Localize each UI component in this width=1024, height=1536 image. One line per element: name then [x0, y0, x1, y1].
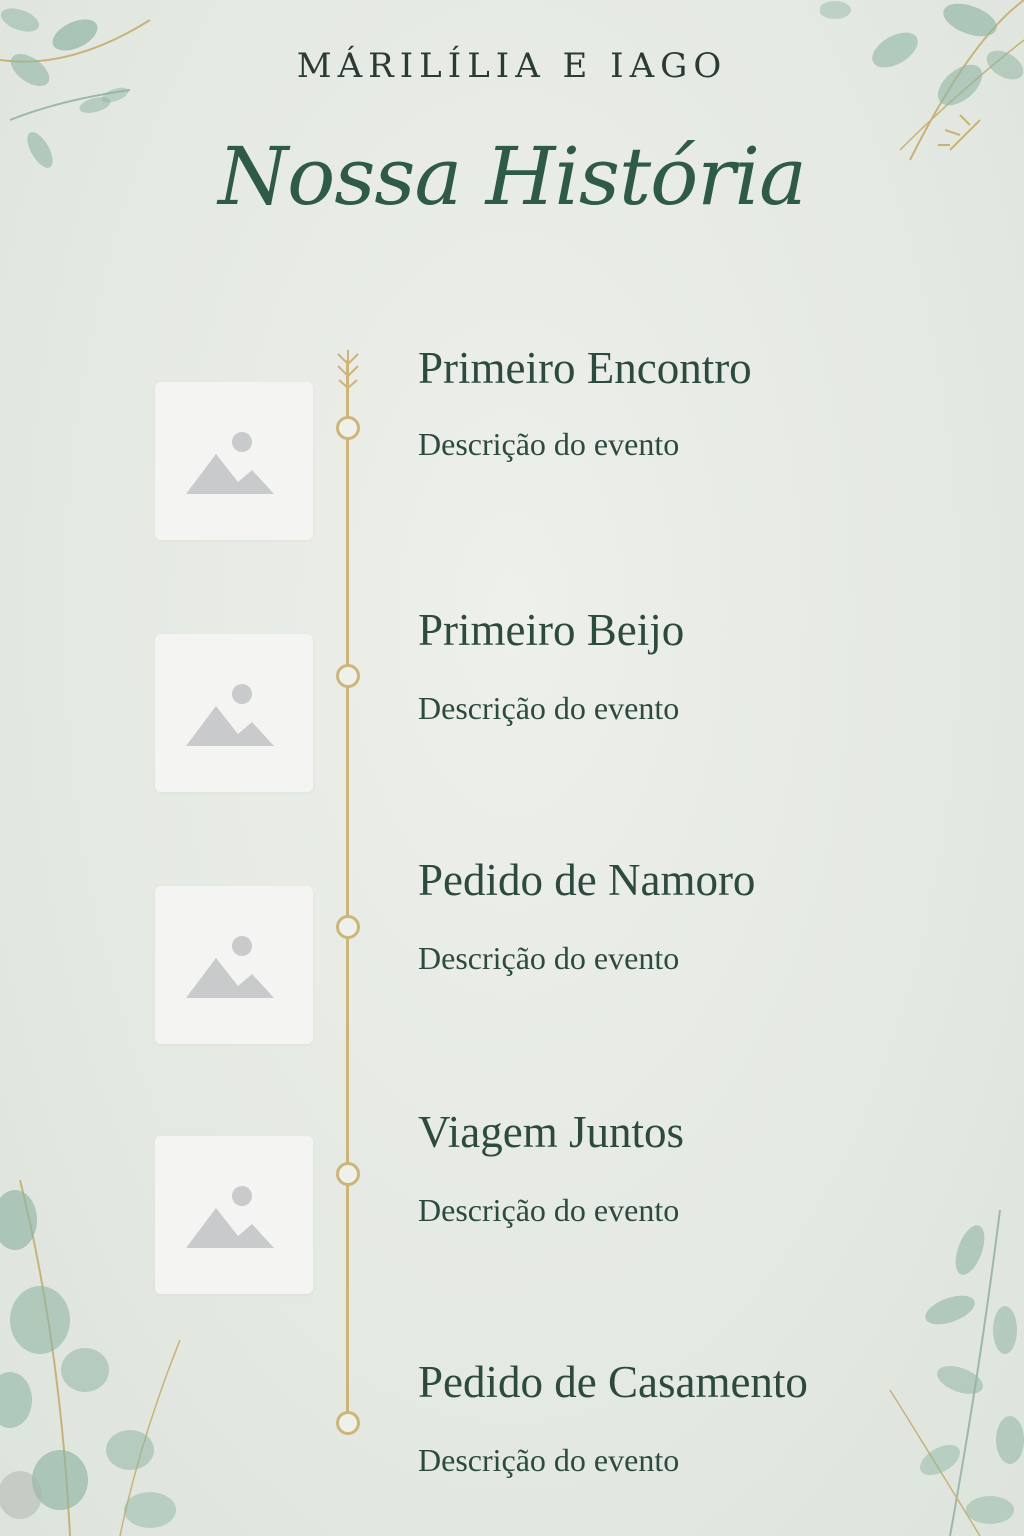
couple-names: MÁRILÍLIA E IAGO [296, 46, 728, 86]
event-title: Pedido de Casamento [418, 1357, 808, 1407]
foliage-bottom-right [889, 1210, 1024, 1536]
image-placeholder-icon [186, 684, 274, 746]
timeline-dot [336, 1162, 360, 1186]
timeline-dot [336, 416, 360, 440]
event-description: Descrição do evento [418, 690, 680, 726]
image-placeholder-icon [186, 1186, 274, 1248]
event-photo-placeholder [155, 886, 313, 1044]
event-title: Viagem Juntos [418, 1107, 685, 1157]
timeline-dot [336, 915, 360, 939]
event-title: Primeiro Encontro [418, 343, 752, 393]
image-placeholder-icon [186, 432, 274, 494]
timeline-dot [336, 664, 360, 688]
event-photo-placeholder [155, 1136, 313, 1294]
arrow-ornament-icon [337, 350, 359, 410]
event-photo-placeholder [155, 382, 313, 540]
image-placeholder-icon [186, 936, 274, 998]
event-description: Descrição do evento [418, 940, 680, 976]
event-description: Descrição do evento [418, 426, 680, 462]
event-photo-placeholder [155, 634, 313, 792]
timeline-dot [336, 1411, 360, 1435]
page-title: Nossa História [218, 130, 807, 223]
timeline-line [346, 360, 349, 1420]
event-description: Descrição do evento [418, 1192, 680, 1228]
event-title: Pedido de Namoro [418, 855, 756, 905]
event-title: Primeiro Beijo [418, 605, 685, 655]
event-description: Descrição do evento [418, 1442, 680, 1478]
